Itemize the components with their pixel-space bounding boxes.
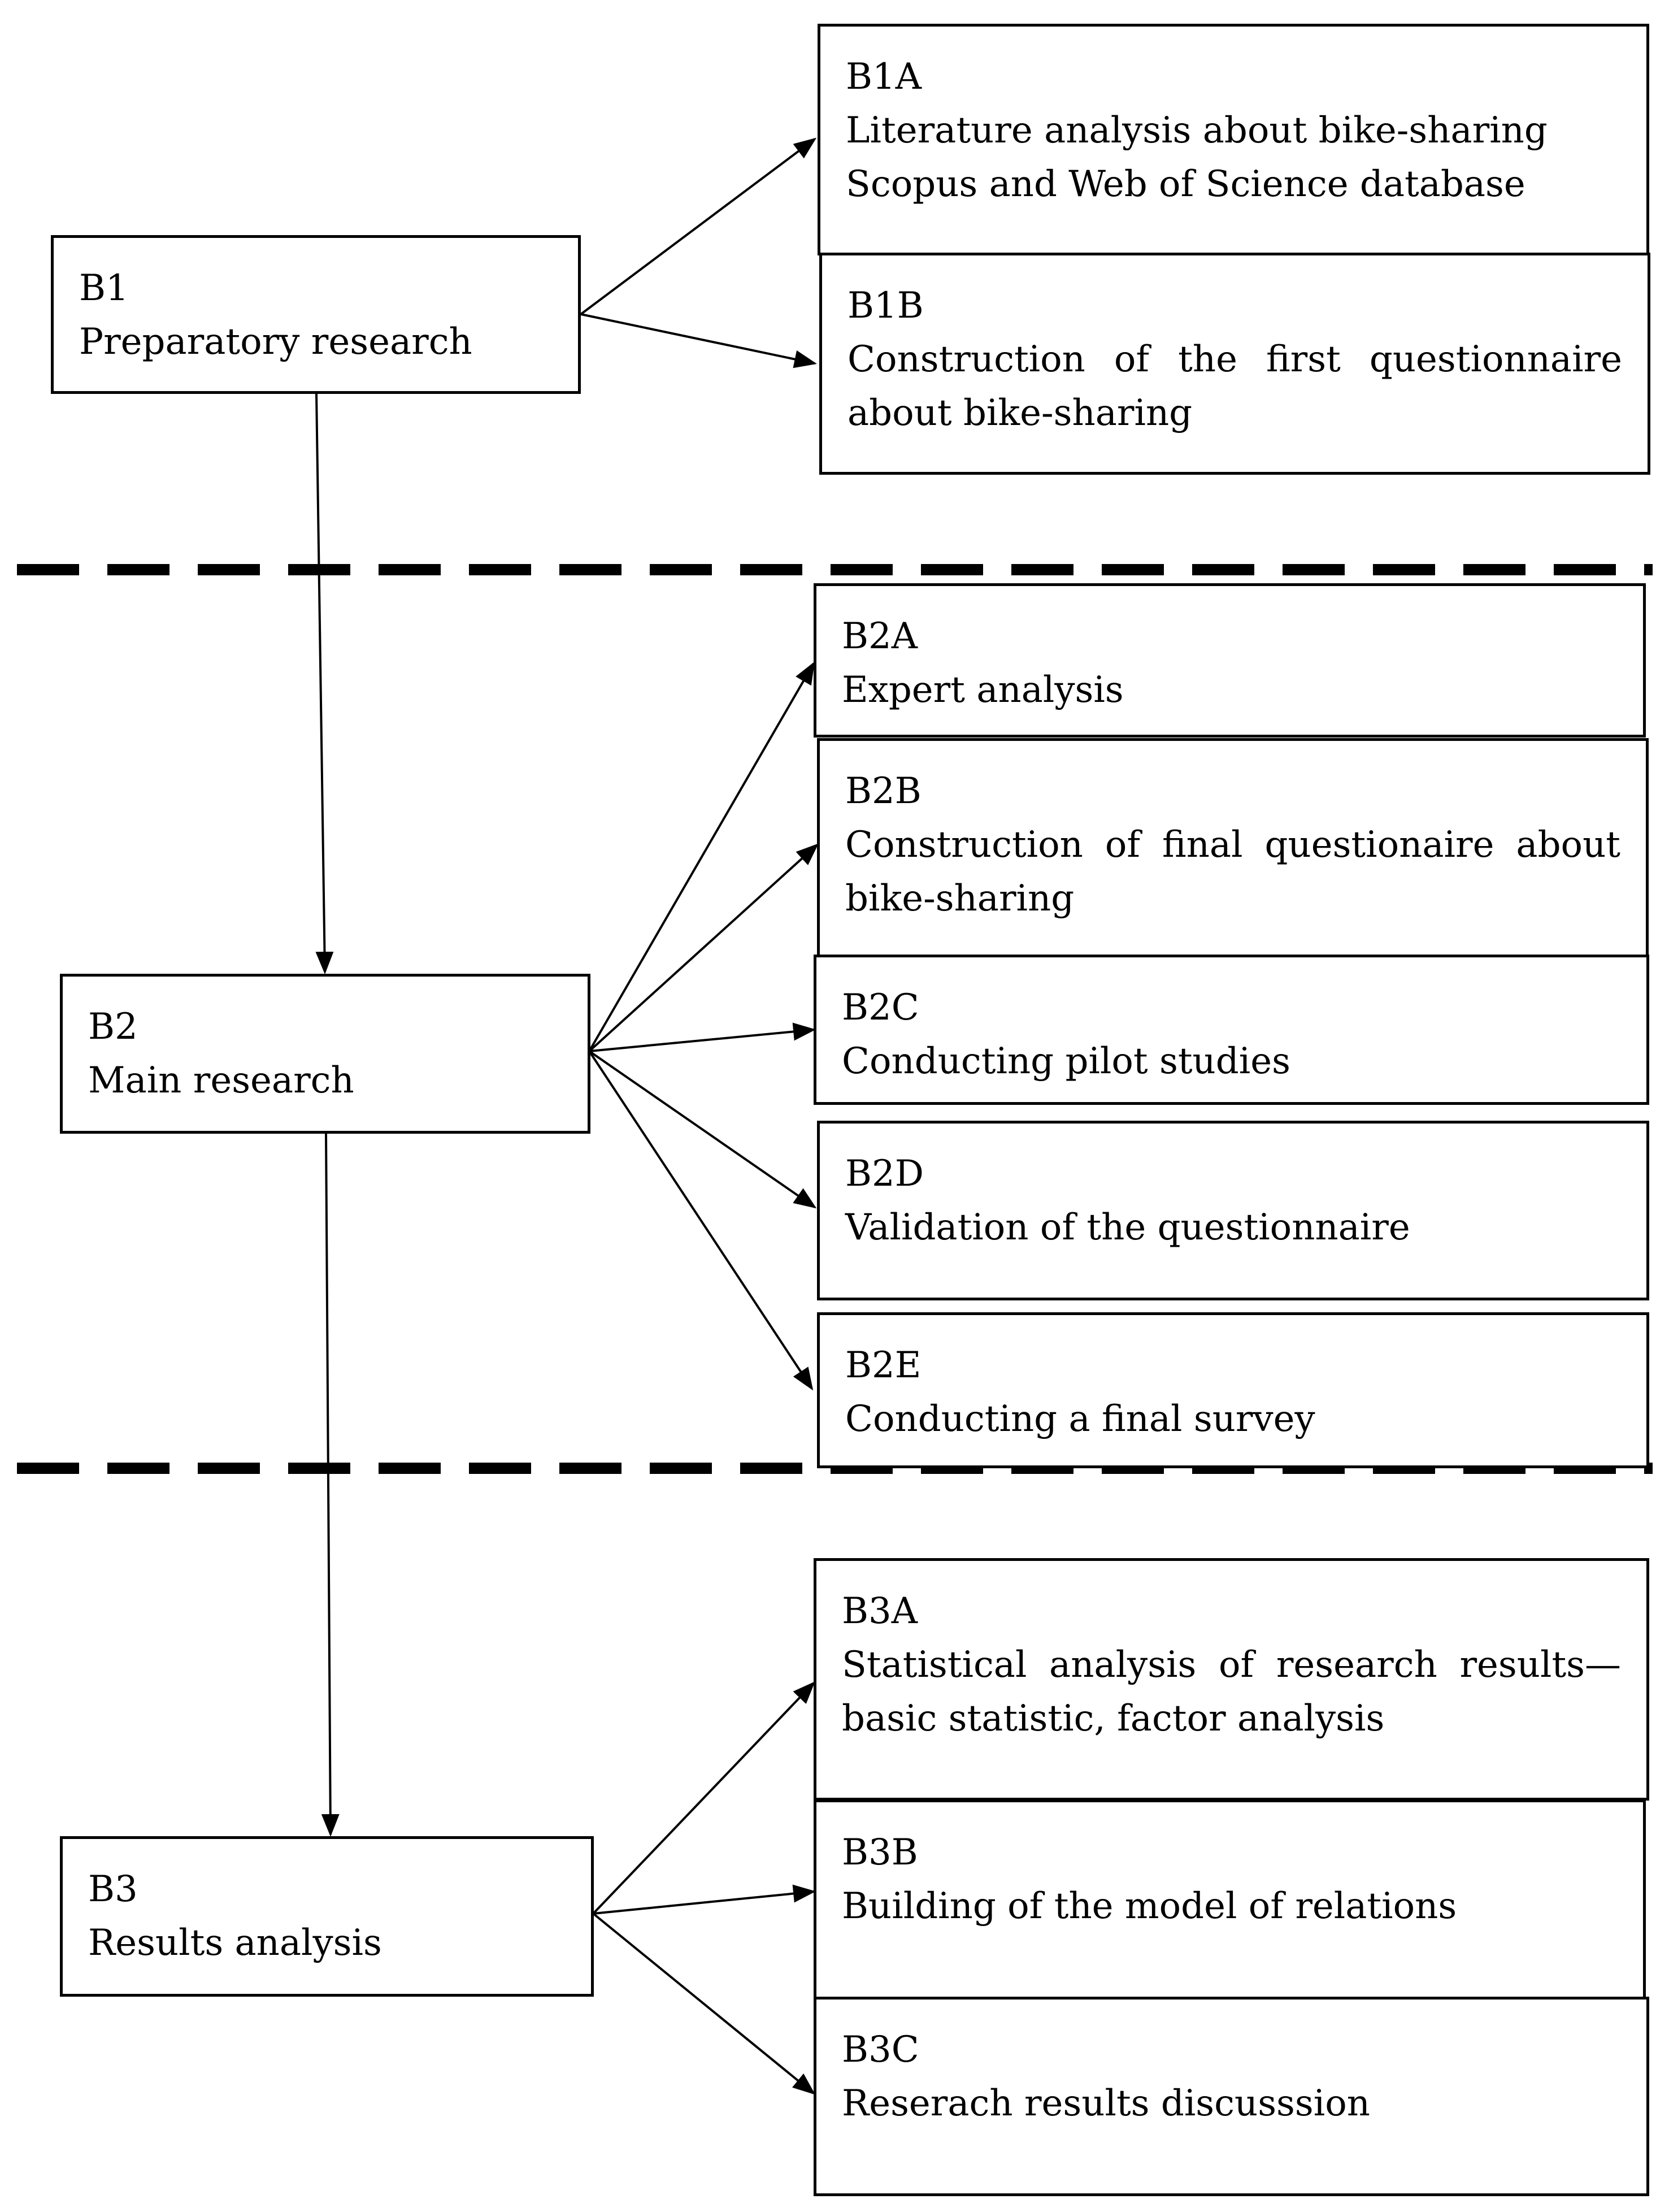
arrow-b2-to-b2d bbox=[588, 1050, 817, 1209]
step-b3b-box: B3B Building of the model of relations bbox=[814, 1799, 1646, 2000]
arrow-b1-to-b1b bbox=[580, 313, 817, 368]
step-text: Construction of the first questionnaire … bbox=[847, 339, 1622, 434]
arrow-b3-to-b3b bbox=[593, 1884, 816, 1915]
step-text-line: Conducting a final survey bbox=[845, 1398, 1315, 1440]
step-text-line: Building of the model of relations bbox=[842, 1885, 1457, 1927]
step-code: B2D bbox=[845, 1153, 924, 1195]
step-b3a-box: B3A Statistical analysis of research res… bbox=[814, 1558, 1649, 1801]
stage-b2-box: B2 Main research bbox=[60, 974, 590, 1134]
stage-b1-box: B1 Preparatory research bbox=[51, 235, 581, 394]
step-code: B2B bbox=[845, 770, 922, 812]
step-b1b-box: B1B Construction of the first questionna… bbox=[819, 253, 1650, 475]
step-b1a-box: B1A Literature analysis about bike-shari… bbox=[818, 24, 1649, 255]
step-code: B1B bbox=[847, 285, 924, 327]
step-code: B2C bbox=[842, 987, 919, 1029]
step-text-line: Expert analysis bbox=[842, 669, 1124, 711]
step-code: B3C bbox=[842, 2029, 919, 2071]
step-code: B3B bbox=[842, 1832, 918, 1873]
step-b2a-box: B2A Expert analysis bbox=[814, 583, 1646, 738]
arrow-b2-to-b3 bbox=[321, 1133, 340, 1837]
stage-title: Main research bbox=[88, 1060, 354, 1101]
step-b3c-box: B3C Reserach results discusssion bbox=[814, 1997, 1649, 2196]
step-text-line: Literature analysis about bike-sharing bbox=[846, 110, 1548, 151]
step-b2e-box: B2E Conducting a final survey bbox=[817, 1312, 1649, 1468]
arrow-b1-to-b2 bbox=[315, 393, 334, 974]
step-text-line: Reserach results discusssion bbox=[842, 2083, 1370, 2124]
arrow-b2-to-b2c bbox=[589, 1022, 816, 1052]
step-b2d-box: B2D Validation of the questionnaire bbox=[817, 1121, 1649, 1300]
arrow-b3-to-b3a bbox=[592, 1681, 815, 1915]
step-text-line: Conducting pilot studies bbox=[842, 1040, 1290, 1082]
step-text: Construction of final questionaire about… bbox=[845, 824, 1620, 920]
arrow-b2-to-b2b bbox=[588, 843, 819, 1052]
stage-code: B1 bbox=[79, 267, 129, 309]
stage-b3-box: B3 Results analysis bbox=[60, 1836, 594, 1997]
step-code: B1A bbox=[846, 56, 922, 98]
arrow-b2-to-b2a bbox=[588, 661, 815, 1052]
stage-title: Results analysis bbox=[88, 1922, 382, 1964]
arrow-b2-to-b2e bbox=[588, 1050, 814, 1391]
step-code: B2A bbox=[842, 615, 918, 657]
stage-title: Preparatory research bbox=[79, 321, 472, 363]
stage-code: B2 bbox=[88, 1006, 138, 1048]
step-b2b-box: B2B Construction of final questionaire a… bbox=[817, 738, 1649, 958]
arrow-b1-to-b1a bbox=[580, 137, 817, 315]
step-text-line: Scopus and Web of Science database bbox=[846, 163, 1525, 205]
step-text-line: Validation of the questionnaire bbox=[845, 1207, 1410, 1248]
stage-code: B3 bbox=[88, 1868, 138, 1910]
arrow-b3-to-b3c bbox=[592, 1912, 816, 2095]
step-code: B3A bbox=[842, 1590, 918, 1632]
step-code: B2E bbox=[845, 1344, 922, 1386]
step-text: Statistical analysis of research results… bbox=[842, 1644, 1621, 1740]
step-b2c-box: B2C Conducting pilot studies bbox=[814, 955, 1649, 1105]
